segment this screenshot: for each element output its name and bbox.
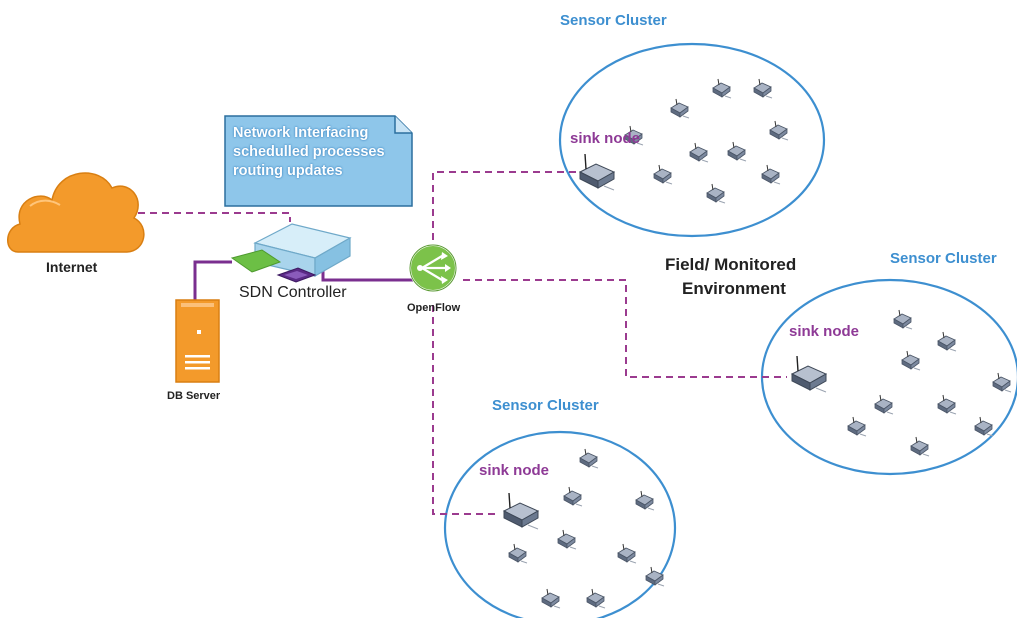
note-line: Network Interfacing xyxy=(233,125,369,141)
sensor-nodes-right xyxy=(847,309,1012,457)
sensor-node-icon xyxy=(753,78,773,99)
db-server-icon xyxy=(175,299,220,383)
cluster-title-top: Sensor Cluster xyxy=(560,12,667,29)
sensor-node-icon xyxy=(992,372,1012,393)
sensor-node-icon xyxy=(586,588,606,609)
sdn-controller-label: SDN Controller xyxy=(239,284,347,301)
sensor-node-icon xyxy=(508,543,528,564)
link-controller-openflow xyxy=(321,262,415,282)
sensor-cluster-bottom-boundary xyxy=(443,430,677,618)
sensor-node-icon xyxy=(706,183,726,204)
openflow-label: OpenFlow xyxy=(407,302,461,314)
field-label-line2: Environment xyxy=(682,279,786,298)
link-openflow-bottom-sink xyxy=(432,305,500,515)
sensor-node-icon xyxy=(893,309,913,330)
link-internet-controller xyxy=(138,212,291,222)
sensor-node-icon xyxy=(670,98,690,119)
sensor-node-icon xyxy=(847,416,867,437)
sensor-node-icon xyxy=(617,543,637,564)
sink-node-label-top: sink node xyxy=(570,130,641,147)
openflow-switch-icon xyxy=(409,244,457,292)
sensor-node-icon xyxy=(653,164,673,185)
sensor-node-icon xyxy=(910,436,930,457)
sensor-node-icon xyxy=(901,350,921,371)
link-openflow-top-sink xyxy=(432,171,578,240)
sensor-node-icon xyxy=(937,331,957,352)
internet-cloud-icon xyxy=(7,172,145,253)
sdn-controller-icon xyxy=(230,223,352,283)
sensor-node-icon xyxy=(557,529,577,550)
db-server-label: DB Server xyxy=(167,390,221,402)
sink-node-label-bottom: sink node xyxy=(479,462,550,479)
sink-node-icon xyxy=(791,355,827,393)
sensor-cluster-top-boundary xyxy=(558,42,826,238)
internet-label: Internet xyxy=(46,259,98,275)
sensor-node-icon xyxy=(727,141,747,162)
sensor-node-icon xyxy=(769,120,789,141)
cluster-title-bottom: Sensor Cluster xyxy=(492,397,599,414)
sensor-node-icon xyxy=(541,588,561,609)
dashed-links xyxy=(138,171,787,515)
link-openflow-right-sink xyxy=(463,279,787,378)
sink-node-icon xyxy=(579,153,615,191)
sensor-node-icon xyxy=(579,448,599,469)
link-controller-db xyxy=(193,260,232,300)
note-text: Network Interfacing schedulled processes… xyxy=(233,124,408,181)
cluster-title-right: Sensor Cluster xyxy=(890,250,997,267)
sensor-node-icon xyxy=(645,566,665,587)
sink-node-label-right: sink node xyxy=(789,323,860,340)
sink-node-icon xyxy=(503,492,539,530)
sensor-node-icon xyxy=(563,486,583,507)
sensor-node-icon xyxy=(937,394,957,415)
network-interfacing-note xyxy=(224,115,413,207)
sensor-node-icon xyxy=(974,416,994,437)
sensor-node-icon xyxy=(689,142,709,163)
note-line: schedulled processes xyxy=(233,144,385,160)
sensor-node-icon xyxy=(635,490,655,511)
sensor-node-icon xyxy=(712,78,732,99)
field-label-line1: Field/ Monitored xyxy=(665,255,797,274)
note-line: routing updates xyxy=(233,163,343,179)
sensor-node-icon xyxy=(874,394,894,415)
sensor-nodes-top xyxy=(624,78,789,204)
sensor-node-icon xyxy=(761,164,781,185)
